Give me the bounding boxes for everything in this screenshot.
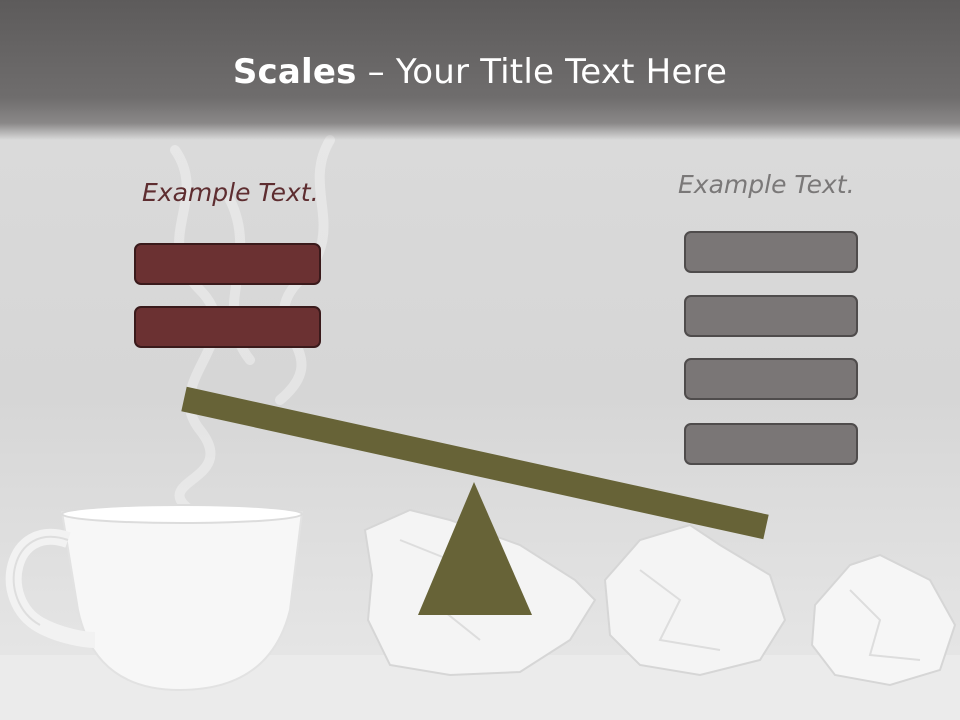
left-weight-box: [134, 243, 321, 285]
right-label: Example Text.: [678, 170, 855, 199]
title-band: [0, 0, 960, 140]
right-weight-box: [684, 423, 858, 465]
right-weight-box: [684, 295, 858, 337]
left-label: Example Text.: [142, 178, 319, 207]
coffee-cup: [5, 504, 304, 692]
right-weight-box: [684, 358, 858, 400]
scale-fulcrum: [418, 482, 532, 615]
title-text: – Your Title Text Here: [356, 52, 728, 92]
slide-title: Scales – Your Title Text Here: [0, 52, 960, 92]
right-weight-box: [684, 231, 858, 273]
scale-beam: [181, 386, 769, 540]
left-weight-box: [134, 306, 321, 348]
title-bold: Scales: [232, 52, 357, 92]
